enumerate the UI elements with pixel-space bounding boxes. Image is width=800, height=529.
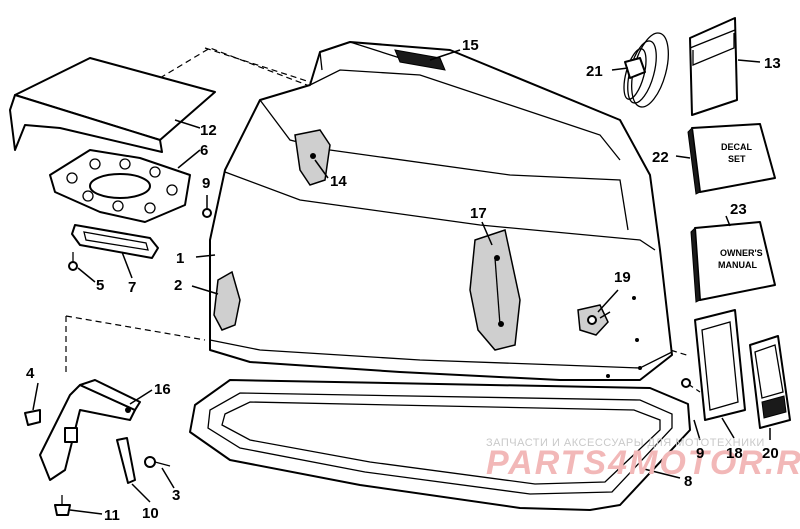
callout-labels: 15 12 6 9 5 7 1 2 14 17 19 21 13 22 23 9… <box>26 37 781 524</box>
mounting-bracket <box>39 379 141 481</box>
screws <box>68 208 691 388</box>
grommet <box>577 296 642 378</box>
watermark-brand: PARTS4MOTOR.RU <box>486 444 800 482</box>
engine-cowl <box>209 41 673 381</box>
callout-17: 17 <box>470 205 487 222</box>
rubber-ring <box>71 224 159 259</box>
callout-3: 3 <box>172 487 180 504</box>
leader-lines <box>32 49 771 515</box>
callout-14: 14 <box>330 173 347 190</box>
callout-8: 8 <box>684 473 692 490</box>
watermark-subtitle: ЗАПЧАСТИ И АКСЕССУАРЫ ДЛЯ МОТОТЕХНИКИ <box>486 437 765 449</box>
callout-9-lower: 9 <box>696 445 704 462</box>
small-clip <box>24 409 41 426</box>
callout-12: 12 <box>200 122 217 139</box>
callout-20: 20 <box>762 445 779 462</box>
callout-7: 7 <box>128 279 136 296</box>
bolt <box>144 456 171 468</box>
decal-set-line2: SET <box>728 154 746 164</box>
callout-23: 23 <box>730 201 747 218</box>
callout-21: 21 <box>586 63 603 80</box>
callout-22: 22 <box>652 149 669 166</box>
callout-13: 13 <box>764 55 781 72</box>
callout-16: 16 <box>154 381 171 398</box>
cable-coil <box>623 32 669 108</box>
envelope <box>689 17 738 116</box>
callout-1: 1 <box>176 250 184 267</box>
top-decal <box>394 49 446 71</box>
owners-manual-line1: OWNER'S <box>720 248 763 258</box>
owners-manual-box: OWNER'S MANUAL <box>690 221 776 303</box>
cowl-seal-frame <box>189 379 691 511</box>
gasket-plate <box>49 149 191 223</box>
callout-15: 15 <box>462 37 479 54</box>
callout-11: 11 <box>104 507 120 524</box>
callout-19: 19 <box>614 269 631 286</box>
side-decal <box>213 270 241 331</box>
callout-18: 18 <box>726 445 743 462</box>
decal-set-line1: DECAL <box>721 142 753 152</box>
callout-2: 2 <box>174 277 182 294</box>
decal-card <box>749 335 791 429</box>
top-cover <box>9 57 216 153</box>
callout-6: 6 <box>200 142 208 159</box>
callout-4: 4 <box>26 365 35 382</box>
callout-9-upper: 9 <box>202 175 210 192</box>
callout-10: 10 <box>142 505 159 522</box>
watermark: ЗАПЧАСТИ И АКСЕССУАРЫ ДЛЯ МОТОТЕХНИКИ PA… <box>486 437 800 482</box>
spring-clip <box>116 437 136 484</box>
frame-plate <box>694 309 746 421</box>
owners-manual-line2: MANUAL <box>718 260 757 270</box>
decal-set-box: DECAL SET <box>687 123 776 195</box>
callout-5: 5 <box>96 277 104 294</box>
latch-plate <box>294 129 331 186</box>
fastener <box>54 495 71 516</box>
side-latch <box>469 229 521 351</box>
